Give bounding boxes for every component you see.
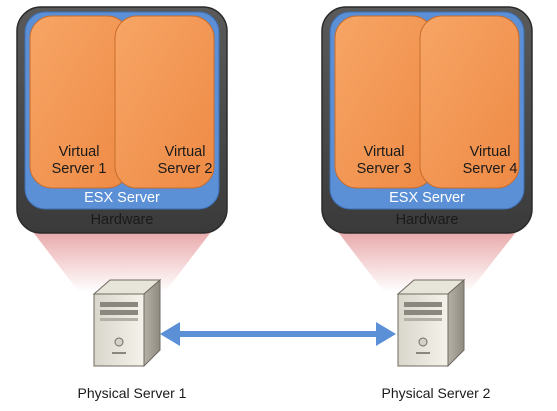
virtual-server-4-label: Virtual Server 4 xyxy=(462,144,518,177)
virtual-server-1-label: Virtual Server 1 xyxy=(51,144,107,177)
hardware-label-1: Hardware xyxy=(90,212,154,228)
physical-server-1-label: Physical Server 1 xyxy=(77,385,187,401)
physical-server-2-icon xyxy=(396,278,466,368)
esx-server-label-2: ESX Server xyxy=(389,190,465,206)
host-1 xyxy=(16,6,228,292)
physical-server-2-label: Physical Server 2 xyxy=(381,385,491,401)
virtual-server-2-label: Virtual Server 2 xyxy=(157,144,213,177)
virtual-server-2-box xyxy=(114,15,215,189)
esx-server-label-1: ESX Server xyxy=(84,190,160,206)
projection-beam-2 xyxy=(338,232,516,292)
projection-beam-1 xyxy=(33,232,211,292)
host-2 xyxy=(321,6,533,292)
network-connection-arrow xyxy=(160,322,396,346)
virtual-server-3-label: Virtual Server 3 xyxy=(356,144,412,177)
virtual-server-4-box xyxy=(419,15,520,189)
physical-server-1-icon xyxy=(92,278,162,368)
hardware-label-2: Hardware xyxy=(395,212,459,228)
